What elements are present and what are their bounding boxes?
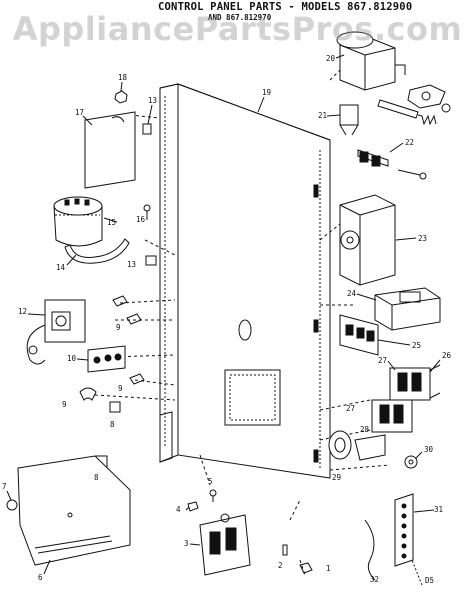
part-28-bracket: [355, 435, 385, 460]
part-30-nut: [405, 456, 417, 468]
part-28-relay: [372, 400, 412, 432]
callout-d5: D5: [425, 576, 434, 585]
part-13-clip: [143, 124, 151, 134]
callout-19: 19: [262, 88, 271, 97]
part-20-timer-motor: [337, 32, 405, 90]
part-2-screw: [283, 545, 287, 555]
callout-16: 16: [136, 215, 146, 224]
part-29-indicator: [329, 431, 351, 459]
part-13-clip: [146, 256, 156, 265]
callout-6: 6: [38, 573, 43, 582]
callout-5: 5: [208, 477, 213, 486]
callout-17: 17: [75, 108, 84, 117]
part-9-clip: [127, 314, 141, 324]
part-5-screw: [210, 490, 216, 502]
callout-8b: 8: [94, 473, 99, 482]
part-10-plate: [88, 346, 125, 372]
part-23-timer: [340, 195, 395, 285]
callout-24: 24: [347, 289, 357, 298]
callout-29: 29: [332, 473, 341, 482]
part-18-nut: [115, 91, 127, 103]
callout-8: 8: [110, 420, 115, 429]
callout-14: 14: [56, 263, 66, 272]
part-22-contacts: [358, 150, 426, 179]
part-9-clip: [130, 374, 144, 384]
part-26-relay: [390, 365, 440, 400]
callout-31: 31: [434, 505, 443, 514]
part-9-clip: [80, 388, 96, 400]
callout-13b: 13: [127, 260, 136, 269]
callout-30: 30: [424, 445, 434, 454]
callout-22: 22: [405, 138, 414, 147]
callout-4: 4: [176, 505, 181, 514]
part-17-cover: [85, 112, 135, 188]
callout-15: 15: [107, 218, 116, 227]
callout-10: 10: [67, 354, 77, 363]
part-12-switch: [27, 300, 85, 364]
part-7-knob: [7, 500, 17, 510]
part-8-terminal: [110, 402, 120, 412]
part-14-bracket: [65, 239, 129, 263]
callout-27b: 27: [346, 404, 355, 413]
callout-13: 13: [148, 96, 157, 105]
callout-21: 21: [318, 111, 327, 120]
callout-9b: 9: [118, 384, 123, 393]
part-3-switch: [200, 514, 250, 575]
callout-32: 32: [370, 575, 379, 584]
callout-20: 20: [326, 54, 336, 63]
callout-labels: 18 13 19 17 20 21 22 16 15 14 13 23 24 1…: [2, 54, 452, 585]
diagram-title: CONTROL PANEL PARTS - MODELS 867.812900: [158, 1, 413, 13]
part-21-knob: [340, 105, 358, 135]
part-25-switch-block: [340, 315, 378, 355]
diagram-subtitle: AND 867.812970: [208, 13, 272, 22]
callout-23: 23: [418, 234, 427, 243]
part-1-nut: [300, 563, 312, 573]
callout-12: 12: [18, 307, 27, 316]
callout-18: 18: [118, 73, 128, 82]
callout-27: 27: [378, 356, 387, 365]
control-panel-body: [160, 84, 330, 478]
callout-9: 9: [116, 323, 121, 332]
callout-7: 7: [2, 482, 7, 491]
callout-2: 2: [278, 561, 283, 570]
part-21-shaft: [378, 100, 450, 124]
callout-26: 26: [442, 351, 452, 360]
part-16-screw: [144, 205, 150, 220]
part-24-transformer: [375, 288, 440, 330]
callout-25: 25: [412, 341, 421, 350]
callout-28: 28: [360, 425, 370, 434]
callout-1: 1: [326, 564, 331, 573]
part-4-nut: [188, 502, 198, 511]
part-9-clip: [113, 296, 127, 306]
part-15-capacitor: [54, 197, 102, 246]
callout-3: 3: [184, 539, 189, 548]
part-31-terminal-strip: [395, 494, 413, 566]
part-20-gear: [408, 85, 445, 108]
label-leaders: [7, 55, 440, 585]
callout-9c: 9: [62, 400, 67, 409]
part-6-front-cover: [18, 456, 130, 565]
part-32-wire: [365, 520, 375, 580]
